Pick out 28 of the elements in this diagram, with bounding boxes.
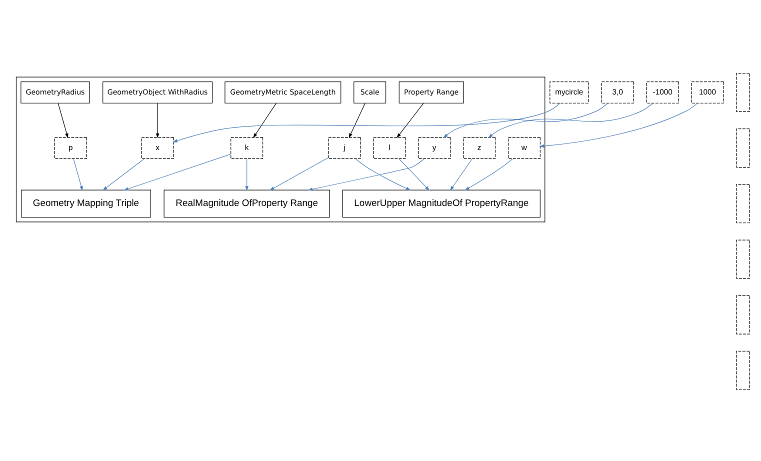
node-box <box>736 294 750 334</box>
arrow <box>308 158 424 190</box>
arrow <box>270 156 329 190</box>
node-box <box>736 72 750 112</box>
node-box: Geometry Mapping Triple <box>20 189 152 218</box>
arrow <box>102 158 145 190</box>
node-box <box>736 128 750 168</box>
arrow <box>348 102 366 138</box>
arrow <box>253 102 276 138</box>
arrow <box>73 158 83 190</box>
node-box: RealMagnitude OfProperty Range <box>164 189 330 218</box>
arrow <box>539 102 698 148</box>
arrow <box>58 102 68 138</box>
node-box <box>736 239 750 278</box>
arrow <box>156 102 160 138</box>
node-box <box>736 350 750 390</box>
arrow <box>172 102 560 142</box>
arrow <box>396 102 424 138</box>
arrow <box>124 153 232 190</box>
arrow <box>355 158 411 190</box>
node-box <box>736 184 750 223</box>
arrow <box>398 158 430 190</box>
arrow <box>464 158 513 190</box>
arrow <box>488 102 654 138</box>
arrow <box>245 158 249 190</box>
arrow <box>443 102 608 138</box>
arrow <box>450 158 472 190</box>
node-box: LowerUpper MagnitudeOf PropertyRange <box>342 189 540 218</box>
